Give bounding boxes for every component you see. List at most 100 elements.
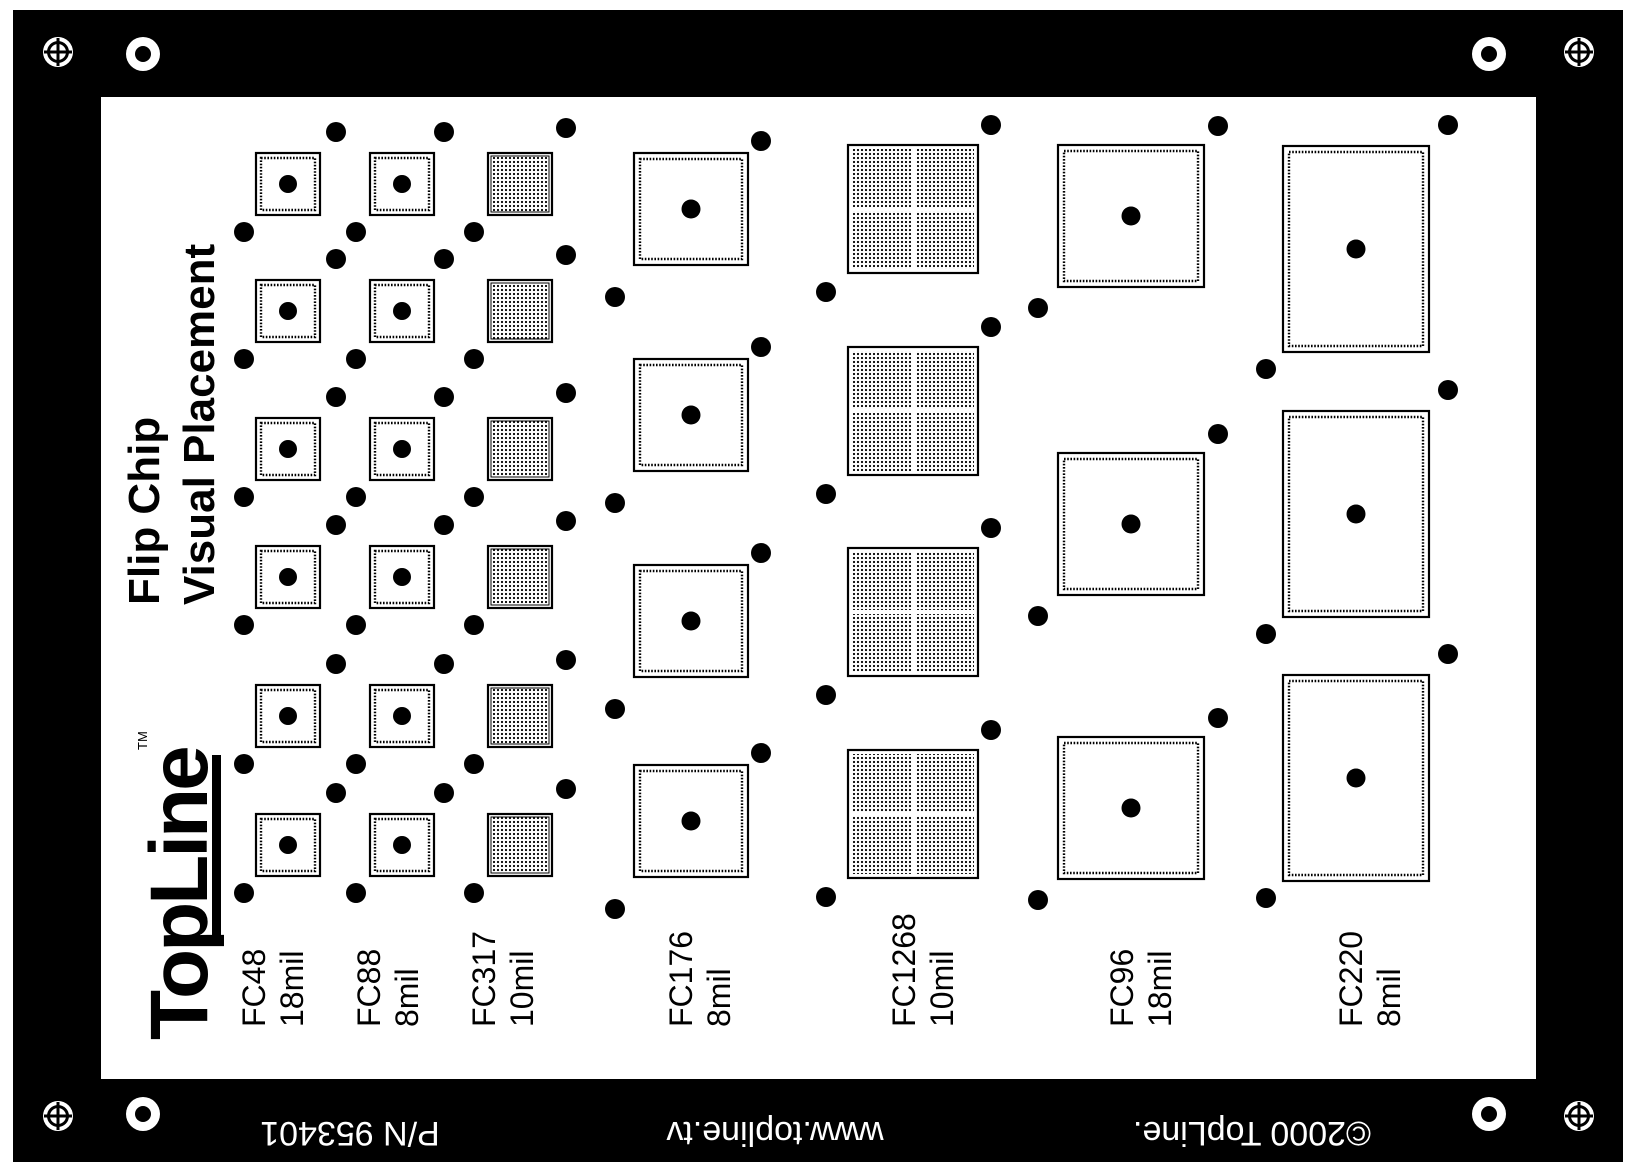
alignment-fiducial [464, 222, 484, 242]
component-name: FC48 [236, 949, 272, 1027]
alignment-fiducial [234, 349, 254, 369]
center-fiducial [1346, 239, 1366, 259]
footprint-site [234, 515, 346, 635]
alignment-fiducial [326, 783, 346, 803]
alignment-fiducial [751, 543, 771, 563]
footprint-site [346, 654, 454, 774]
alignment-fiducial [234, 615, 254, 635]
perimeter-bumps [259, 421, 317, 477]
center-fiducial [279, 175, 297, 193]
component-pitch: 8mil [1371, 968, 1407, 1027]
perimeter-bumps [259, 156, 317, 212]
alignment-fiducial [605, 899, 625, 919]
perimeter-bumps [638, 569, 744, 673]
component-name: FC176 [663, 931, 699, 1027]
alignment-fiducial [1438, 115, 1458, 135]
alignment-fiducial [234, 754, 254, 774]
alignment-fiducial [1208, 116, 1228, 136]
ring-hole-icon [126, 1097, 160, 1131]
logo-text: TopLine [134, 748, 225, 1040]
bump-array [490, 687, 550, 745]
alignment-fiducial [346, 487, 366, 507]
alignment-fiducial [556, 779, 576, 799]
alignment-fiducial [751, 743, 771, 763]
footprint-site [816, 115, 1001, 302]
center-fiducial [681, 811, 701, 831]
footprint-site [1028, 708, 1228, 910]
alignment-fiducial [605, 287, 625, 307]
component-name: FC317 [466, 931, 502, 1027]
crosshair-target-icon [1564, 1101, 1594, 1131]
footprint-site [816, 720, 1001, 907]
alignment-fiducial [605, 699, 625, 719]
ring-hole-icon [1472, 1097, 1506, 1131]
center-fiducial [393, 568, 411, 586]
footprint-site [816, 317, 1001, 504]
footprint-site [346, 249, 454, 369]
perimeter-bumps [1062, 457, 1200, 591]
alignment-fiducial [234, 883, 254, 903]
perimeter-bumps [638, 363, 744, 467]
alignment-fiducial [464, 754, 484, 774]
perimeter-bumps [1287, 415, 1425, 613]
alignment-fiducial [434, 249, 454, 269]
center-fiducial [1121, 798, 1141, 818]
part-number: P/N 953401 [260, 1114, 440, 1152]
center-fiducial [1121, 514, 1141, 534]
alignment-fiducial [346, 615, 366, 635]
footprint-site [605, 337, 771, 513]
alignment-fiducial [1028, 890, 1048, 910]
footprint-site [605, 131, 771, 307]
alignment-fiducial [326, 515, 346, 535]
bump-array-quadrant [852, 211, 911, 269]
footprint-site [464, 383, 576, 507]
alignment-fiducial [234, 487, 254, 507]
website: www.topline.tv [666, 1114, 884, 1152]
alignment-fiducial [434, 515, 454, 535]
alignment-fiducial [326, 122, 346, 142]
alignment-fiducial [556, 245, 576, 265]
copyright: ©2000 TopLine. [1133, 1114, 1371, 1152]
component-pitch: 18mil [274, 951, 310, 1027]
bump-array-quadrant [915, 754, 974, 812]
alignment-fiducial [981, 317, 1001, 337]
perimeter-bumps [373, 688, 431, 744]
footprint-outline [1281, 144, 1431, 354]
center-fiducial [279, 302, 297, 320]
title-line2: Visual Placement [175, 244, 224, 606]
component-name: FC220 [1333, 931, 1369, 1027]
bump-array [490, 420, 550, 478]
component-pitch: 8mil [701, 968, 737, 1027]
component-pitch: 18mil [1142, 951, 1178, 1027]
center-fiducial [279, 440, 297, 458]
perimeter-bumps [259, 817, 317, 873]
bump-array-quadrant [915, 816, 974, 874]
footprint-grid [234, 115, 1458, 919]
component-name: FC88 [351, 949, 387, 1027]
alignment-fiducial [1256, 888, 1276, 908]
footprint-site [234, 783, 346, 903]
alignment-fiducial [464, 615, 484, 635]
center-fiducial [393, 836, 411, 854]
footprint-site [346, 783, 454, 903]
footprint-site [464, 511, 576, 635]
perimeter-bumps [1287, 679, 1425, 877]
footprint-site [605, 743, 771, 919]
perimeter-bumps [373, 549, 431, 605]
footprint-site [464, 245, 576, 369]
center-fiducial [1121, 206, 1141, 226]
footprint-site [1028, 116, 1228, 318]
alignment-fiducial [1028, 298, 1048, 318]
bump-array [490, 816, 550, 874]
bump-array-quadrant [852, 552, 911, 610]
center-fiducial [681, 405, 701, 425]
footprint-site [1256, 380, 1458, 644]
bump-array [490, 155, 550, 213]
center-fiducial [393, 175, 411, 193]
bump-array-quadrant [852, 816, 911, 874]
bump-array-quadrant [852, 149, 911, 207]
